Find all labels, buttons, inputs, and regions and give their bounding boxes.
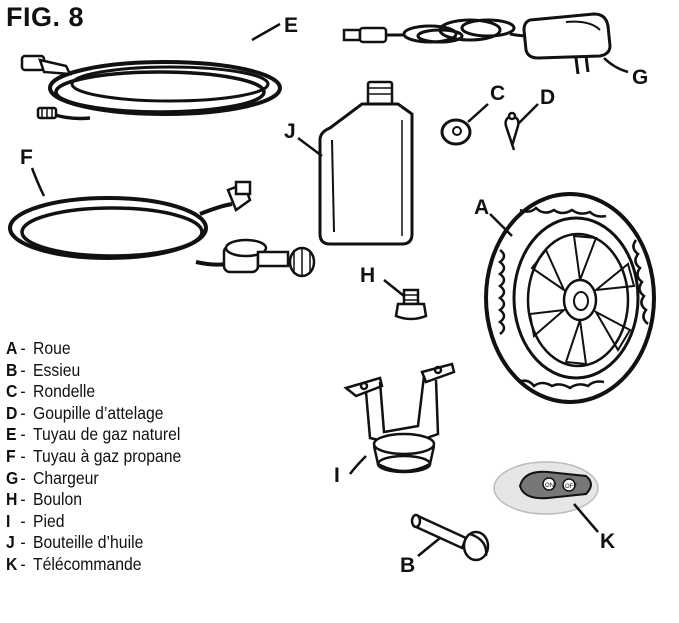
remote-control-drawing: ON OFF	[494, 462, 598, 514]
callout-a: A	[474, 196, 489, 219]
callout-e: E	[284, 14, 298, 37]
legend-separator: -	[20, 510, 26, 531]
legend-separator: -	[20, 359, 26, 380]
bolt-drawing	[396, 290, 426, 319]
legend-part-name: Bouteille d’huile	[33, 532, 144, 553]
leader-line-e	[252, 24, 280, 40]
legend-item: I-Pied	[6, 511, 240, 533]
washer-drawing	[442, 120, 470, 144]
legend-part-name: Télécommande	[33, 553, 142, 574]
callout-h: H	[360, 264, 375, 287]
legend-part-name: Tuyau à gaz propane	[33, 445, 182, 466]
legend-letter: I	[6, 510, 11, 531]
legend-separator: -	[20, 489, 26, 510]
legend-letter: D	[6, 402, 18, 423]
legend-item: G-Chargeur	[6, 468, 240, 490]
leader-line-i	[350, 456, 366, 474]
legend-item: E-Tuyau de gaz naturel	[6, 424, 240, 446]
legend-part-name: Essieu	[33, 359, 81, 380]
legend-letter: J	[6, 532, 15, 553]
legend-part-name: Goupille d’attelage	[33, 402, 164, 423]
legend-separator: -	[20, 402, 26, 423]
legend-separator: -	[20, 467, 26, 488]
legend-part-name: Rondelle	[33, 381, 96, 402]
svg-text:OFF: OFF	[565, 484, 577, 490]
legend-part-name: Chargeur	[33, 467, 99, 488]
charger-drawing	[344, 14, 610, 74]
natural-gas-hose-drawing	[22, 56, 280, 119]
leader-line-c	[468, 104, 488, 122]
foot-drawing	[346, 364, 454, 472]
leader-line-k	[574, 504, 598, 532]
legend-part-name: Tuyau de gaz naturel	[33, 424, 181, 445]
legend-separator: -	[20, 553, 26, 574]
legend-separator: -	[20, 532, 26, 553]
legend-letter: A	[6, 338, 18, 358]
callout-g: G	[632, 66, 648, 89]
legend-item: F-Tuyau à gaz propane	[6, 446, 240, 468]
legend-letter: B	[6, 359, 18, 380]
leader-line-h	[384, 280, 404, 296]
axle-drawing	[412, 515, 488, 560]
leader-line-d	[518, 104, 538, 124]
legend-item: K-Télécommande	[6, 554, 240, 576]
legend-part-name: Roue	[33, 338, 71, 358]
legend-letter: E	[6, 424, 17, 445]
callout-f: F	[20, 146, 33, 169]
callout-b: B	[400, 554, 415, 577]
figure-title: FIG. 8	[6, 2, 85, 32]
leader-line-b	[418, 538, 440, 556]
legend-letter: H	[6, 489, 18, 510]
legend-item: B-Essieu	[6, 360, 240, 382]
leader-line-a	[490, 214, 512, 236]
wheel-drawing	[486, 194, 654, 402]
hitch-pin-drawing	[506, 113, 519, 150]
legend-item: H-Boulon	[6, 489, 240, 511]
legend-letter: K	[6, 553, 18, 574]
legend-separator: -	[20, 445, 26, 466]
legend-item: A-Roue	[6, 338, 240, 360]
legend-item: J-Bouteille d’huile	[6, 532, 240, 554]
legend-part-name: Pied	[33, 510, 65, 531]
legend-item: D-Goupille d’attelage	[6, 403, 240, 425]
legend-separator: -	[20, 338, 26, 358]
legend-item: C-Rondelle	[6, 381, 240, 403]
callout-j: J	[284, 120, 296, 143]
propane-hose-drawing	[10, 182, 314, 276]
legend-letter: G	[6, 467, 19, 488]
leader-line-g	[604, 58, 628, 72]
callout-i: I	[334, 464, 340, 487]
svg-text:ON: ON	[545, 483, 554, 489]
leader-line-f	[32, 168, 44, 196]
oil-bottle-drawing	[320, 82, 412, 244]
leader-line-j	[298, 138, 322, 156]
legend-separator: -	[20, 381, 26, 402]
legend-part-name: Boulon	[33, 489, 83, 510]
callout-k: K	[600, 530, 615, 553]
legend-letter: F	[6, 445, 16, 466]
callout-c: C	[490, 82, 505, 105]
callout-d: D	[540, 86, 555, 109]
legend-letter: C	[6, 381, 18, 402]
legend-separator: -	[20, 424, 26, 445]
